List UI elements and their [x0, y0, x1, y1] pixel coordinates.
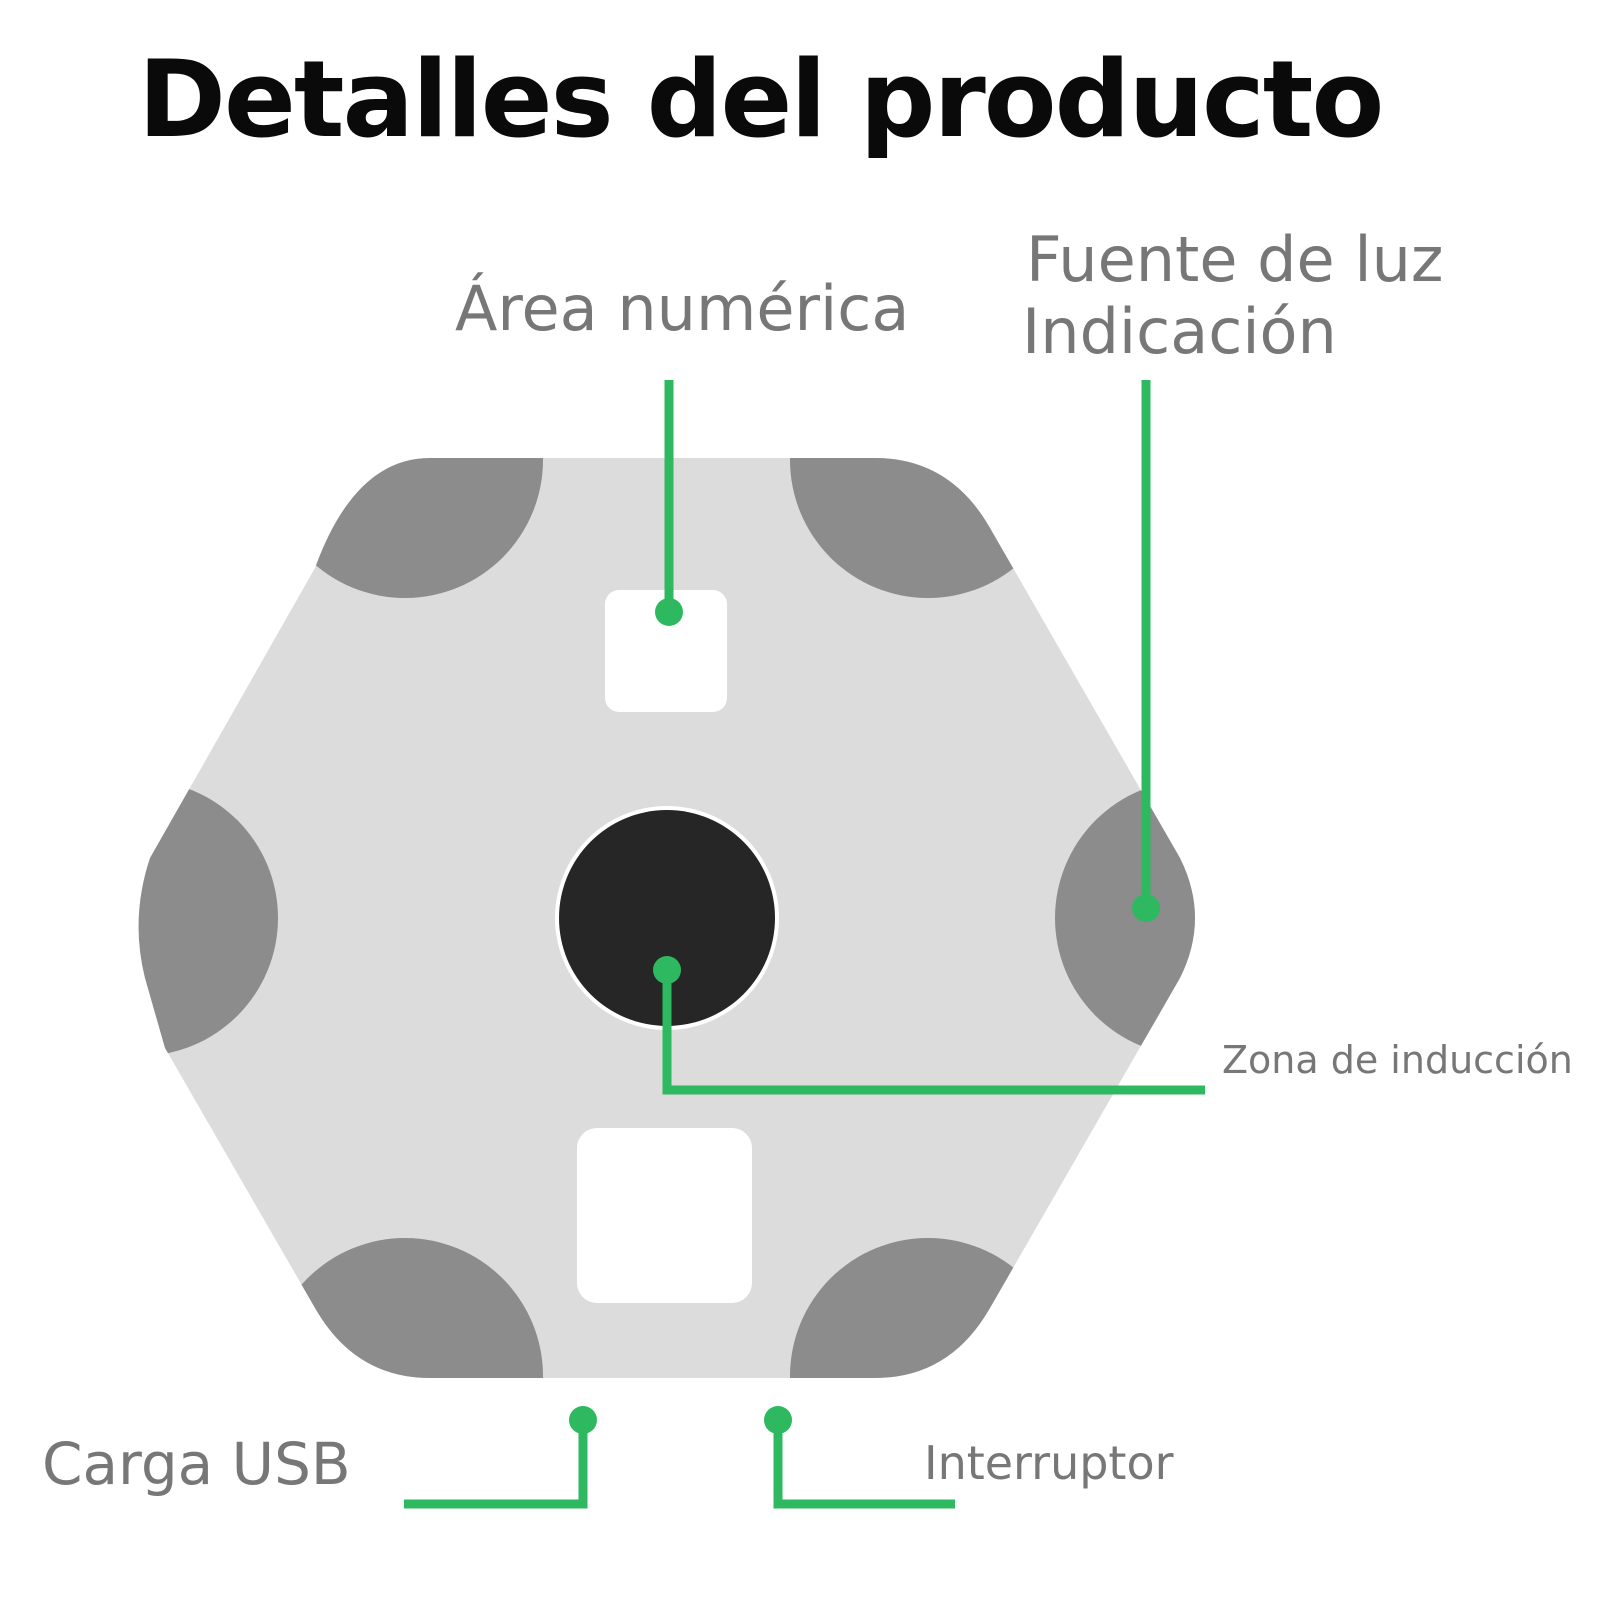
label-zona-induccion: Zona de inducción	[1222, 1038, 1573, 1082]
label-area-numerica: Área numérica	[455, 272, 910, 345]
callout-dot-fuente-luz	[1132, 894, 1160, 922]
corner-pad-left	[138, 780, 278, 1056]
corner-pad-right	[1055, 780, 1196, 1056]
label-fuente-luz-line1: Fuente de luz	[1026, 223, 1444, 296]
lower-window	[577, 1128, 752, 1303]
induction-sensor-core	[559, 810, 775, 1026]
callout-line-zona-induccion	[662, 970, 1205, 1095]
number-display-window	[605, 590, 727, 712]
page-title: Detalles del producto	[138, 38, 1384, 161]
callout-dot-zona-induccion	[653, 956, 681, 984]
label-fuente-luz: Fuente de luz Indicación	[1022, 223, 1444, 368]
callout-dot-area-numerica	[655, 598, 683, 626]
callout-line-interruptor	[773, 1420, 955, 1509]
label-interruptor: Interruptor	[924, 1436, 1174, 1490]
label-fuente-luz-line2: Indicación	[1022, 295, 1337, 368]
corner-pad-top-left	[267, 458, 543, 598]
callout-dot-interruptor	[764, 1406, 792, 1434]
label-carga-usb: Carga USB	[42, 1430, 351, 1498]
callout-dot-carga-usb	[569, 1406, 597, 1434]
callout-line-carga-usb	[404, 1420, 588, 1509]
